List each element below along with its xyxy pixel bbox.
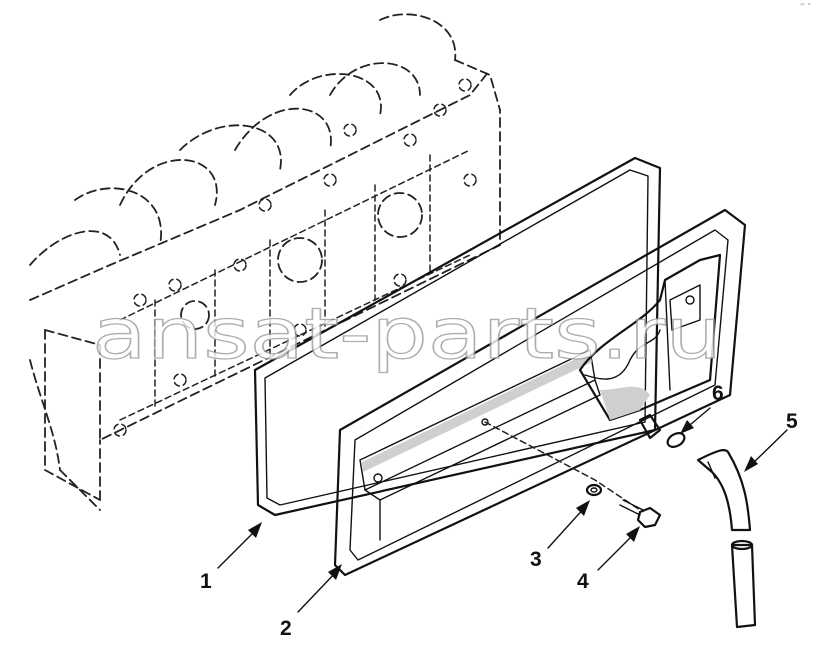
o-ring-part-6 — [666, 432, 686, 448]
callout-label-2: 2 — [280, 617, 292, 640]
callout-label-3: 3 — [530, 548, 542, 571]
washer-part-3 — [585, 483, 603, 497]
side-cover-part-2 — [333, 208, 747, 577]
callout-label-6: 6 — [712, 382, 724, 405]
engine-block-phantom — [29, 13, 501, 511]
callout-label-4: 4 — [577, 570, 589, 593]
breather-hose-part-5 — [696, 449, 757, 629]
corner-marks: ‴ ″ — [800, 3, 812, 13]
capscrew-part-4 — [619, 499, 662, 529]
callout-arrows — [217, 407, 788, 613]
callout-label-1: 1 — [200, 570, 212, 593]
callout-label-5: 5 — [786, 410, 798, 433]
watermark-text: ansat-parts.ru — [92, 293, 722, 375]
